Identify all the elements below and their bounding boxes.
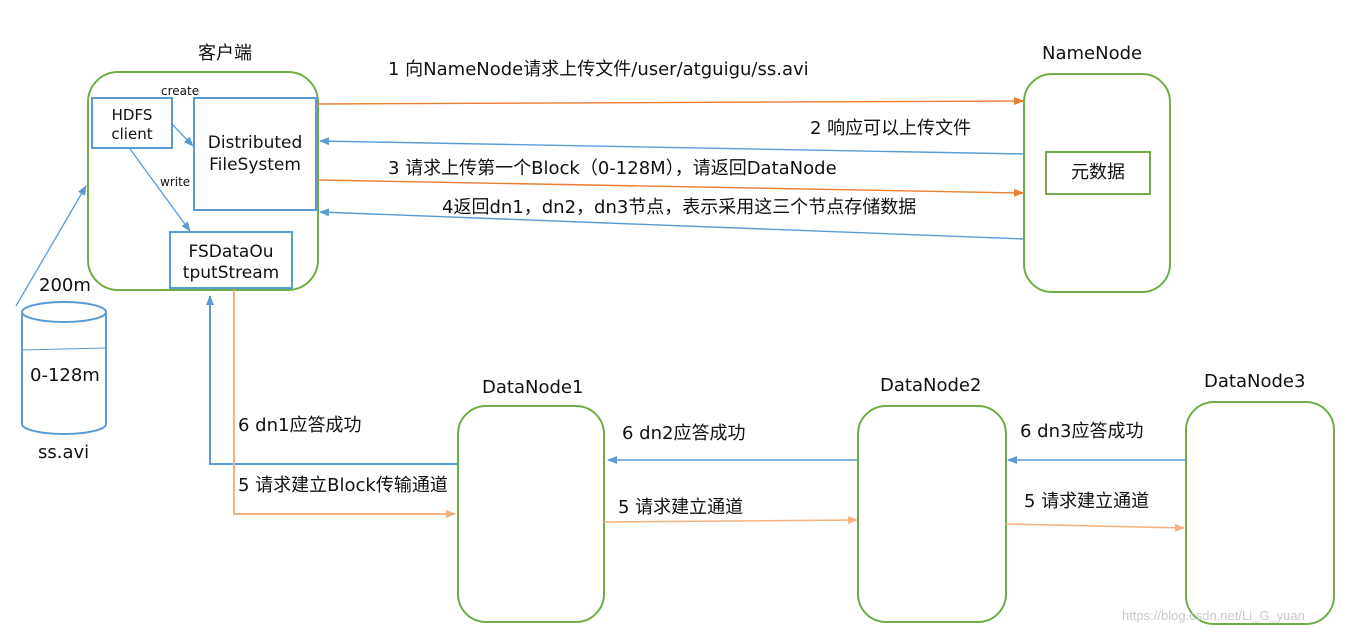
arrow-m5-dn1 [603,516,858,525]
hdfs-client-label-line2: client [111,125,153,143]
arrow-m6-client [206,295,458,465]
arrow-m5-client [233,290,456,518]
datanode3-title: DataNode3 [1204,371,1306,392]
client-title: 客户端 [198,43,252,64]
distributed-filesystem-box [193,97,317,211]
arrow-m4 [319,208,1025,240]
metadata-label: 元数据 [1071,162,1125,183]
message-6-dn3: 6 dn3应答成功 [1020,421,1144,442]
create-arrow [171,123,194,147]
upload-source-arrow [15,185,87,307]
client-node [87,71,319,291]
datanode1-node [457,405,605,623]
file-size-label: 200m [39,275,91,296]
message-2: 2 响应可以上传文件 [810,118,972,139]
message-6-dn2: 6 dn2应答成功 [622,423,746,444]
output-stream-label-line2: tputStream [182,263,280,283]
datanode2-title: DataNode2 [880,375,982,396]
write-arrow [129,148,191,232]
message-5-client: 5 请求建立Block传输通道 [238,475,448,496]
create-label: create [161,84,200,98]
message-6-client: 6 dn1应答成功 [238,415,362,436]
namenode-node [1023,73,1171,293]
output-stream-label-line1: FSDataOu [188,242,274,262]
namenode-title: NameNode [1042,43,1143,64]
datanode2-node [857,405,1007,623]
file-name-label: ss.avi [38,442,90,463]
block-range-label: 0-128m [30,365,100,386]
arrow-m1 [317,97,1024,106]
arrow-m5-dn2 [1005,523,1185,532]
datanode1-title: DataNode1 [482,377,584,398]
write-label: write [160,175,191,189]
message-1: 1 向NameNode请求上传文件/user/atguigu/ss.avi [388,59,809,80]
file-cylinder [21,301,107,435]
datanode3-node [1185,401,1335,625]
distributed-filesystem-label-line2: FileSystem [209,155,301,175]
message-5-dn2: 5 请求建立通道 [1024,491,1150,512]
arrow-m3 [317,179,1024,197]
message-4: 4返回dn1，dn2，dn3节点，表示采用这三个节点存储数据 [442,197,917,218]
fsdataoutputstream-box [169,231,293,289]
hdfs-client-box [91,97,173,149]
distributed-filesystem-label-line1: Distributed [207,133,303,153]
watermark: https://blog.csdn.net/Li_G_yuan [1122,608,1305,623]
arrow-m2 [319,137,1025,155]
hdfs-client-label-line1: HDFS [111,106,153,124]
message-5-dn1: 5 请求建立通道 [618,497,744,518]
metadata-box [1045,151,1151,195]
message-3: 3 请求上传第一个Block（0-128M），请返回DataNode [388,158,837,179]
